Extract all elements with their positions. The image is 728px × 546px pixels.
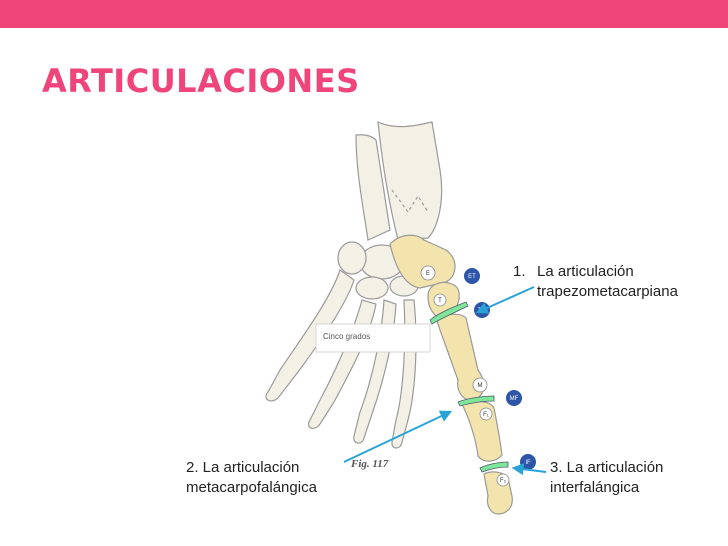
badge-mf: MF: [510, 396, 519, 402]
slide-title: ARTICULACIONES: [42, 62, 360, 100]
label3-line1: 3. La articulación: [550, 459, 664, 476]
badge-if: IF: [525, 460, 531, 466]
forearm-bones: [355, 121, 443, 241]
figure-number: Fig. 117: [351, 458, 389, 470]
joint-tm: [429, 301, 469, 325]
bone-letter-markers: E T M F₁ F₂: [420, 265, 510, 487]
label1-line1: La articulación: [537, 263, 634, 280]
finger-bones: [265, 269, 417, 449]
label-metacarpophalangeal: 2. La articulación metacarpofalángica: [186, 458, 317, 498]
pointer-arrows: [343, 286, 547, 476]
top-accent-bar: [0, 0, 728, 28]
joint-badges: ET TM MF IF: [464, 268, 536, 470]
joint-mf: [457, 395, 495, 407]
label1-line2: trapezometacarpiana: [537, 283, 678, 300]
bone-label-m: M: [478, 383, 483, 389]
label-interphalangeal: 3. La articulación interfalángica: [550, 458, 663, 498]
label-trapezometacarpal: 1. La articulación trapezometacarpiana: [513, 262, 678, 302]
arrow-2: [343, 410, 453, 463]
label2-line2: metacarpofalángica: [186, 479, 317, 496]
joint-if: [479, 461, 509, 473]
label2-line1: 2. La articulación: [186, 459, 300, 476]
label1-number: 1.: [513, 263, 526, 280]
joint-highlights: [429, 301, 509, 473]
arrow-1: [475, 286, 535, 314]
bone-label-f2: F₂: [500, 478, 507, 484]
bone-label-e: E: [426, 271, 430, 277]
arrow-3: [511, 463, 547, 476]
caption-box: [315, 323, 431, 353]
label3-line2: interfalángica: [550, 479, 640, 496]
bone-label-f1: F₁: [483, 412, 489, 418]
badge-et: ET: [468, 274, 476, 280]
figure-caption: Cinco grados: [323, 332, 371, 341]
bone-label-t: T: [438, 298, 442, 304]
